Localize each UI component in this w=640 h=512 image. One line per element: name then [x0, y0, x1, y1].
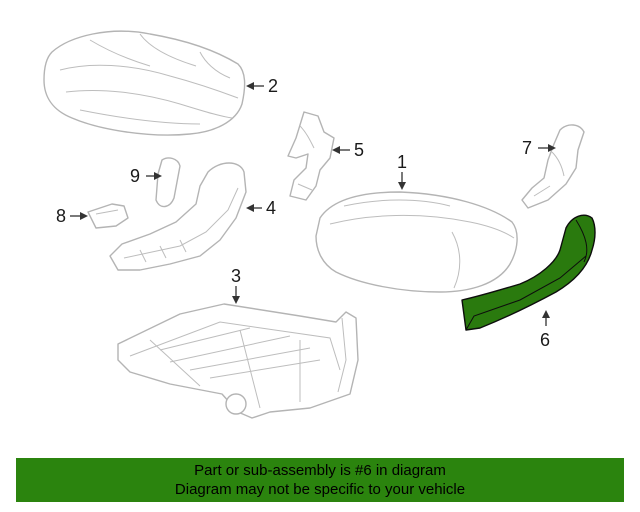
- part-3-seat-frame[interactable]: [117, 303, 359, 419]
- banner-line-1: Part or sub-assembly is #6 in diagram: [194, 462, 446, 479]
- leader-lines: [70, 82, 556, 326]
- callout-1: 1: [397, 152, 407, 172]
- callout-8: 8: [56, 206, 66, 226]
- part-6-trim-cover[interactable]: [461, 214, 596, 331]
- part-1-seat-cushion[interactable]: [315, 191, 518, 293]
- callout-3: 3: [231, 266, 241, 286]
- callout-9: 9: [130, 166, 140, 186]
- banner-line-2: Diagram may not be specific to your vehi…: [174, 481, 466, 498]
- part-7-bracket[interactable]: [521, 124, 585, 209]
- part-2-cushion-pad[interactable]: [43, 30, 246, 136]
- part-4-side-trim[interactable]: [109, 162, 247, 271]
- parts-diagram: 2 5 1 7 9 4 8 3 6: [43, 30, 596, 419]
- part-8-cap[interactable]: [87, 203, 129, 229]
- callout-5: 5: [354, 140, 364, 160]
- callout-2: 2: [268, 76, 278, 96]
- part-9-cover[interactable]: [155, 157, 181, 208]
- part-5-bracket[interactable]: [287, 111, 335, 201]
- callout-4: 4: [266, 198, 276, 218]
- callout-7: 7: [522, 138, 532, 158]
- info-banner: Part or sub-assembly is #6 in diagram Di…: [16, 458, 624, 502]
- callout-6: 6: [540, 330, 550, 350]
